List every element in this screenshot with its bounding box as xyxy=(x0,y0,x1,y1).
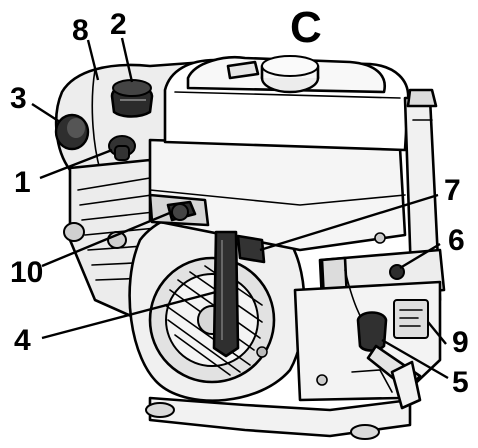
callout-7: 7 xyxy=(444,174,461,207)
callout-4: 4 xyxy=(14,324,31,357)
leader-6 xyxy=(399,242,441,270)
leader-8 xyxy=(86,39,100,81)
leader-2 xyxy=(120,37,134,83)
callout-10: 10 xyxy=(10,256,43,289)
leader-10 xyxy=(41,210,173,268)
callout-8: 8 xyxy=(72,14,89,47)
leader-3 xyxy=(31,102,61,124)
leader-9 xyxy=(427,321,447,345)
callout-1: 1 xyxy=(14,166,31,199)
leader-4 xyxy=(41,290,217,340)
leader-1 xyxy=(39,148,113,180)
callout-3: 3 xyxy=(10,82,27,115)
panel-letter: C xyxy=(290,3,322,52)
callout-labels: C 1 2 3 4 5 6 7 8 9 10 xyxy=(10,3,469,399)
engine-drawing xyxy=(54,55,446,440)
callout-9: 9 xyxy=(452,326,469,359)
leader-lines xyxy=(31,37,449,380)
callout-6: 6 xyxy=(448,224,465,257)
callout-5: 5 xyxy=(452,366,469,399)
leader-5 xyxy=(381,338,449,380)
callout-2: 2 xyxy=(110,8,127,41)
leader-7 xyxy=(259,193,439,252)
